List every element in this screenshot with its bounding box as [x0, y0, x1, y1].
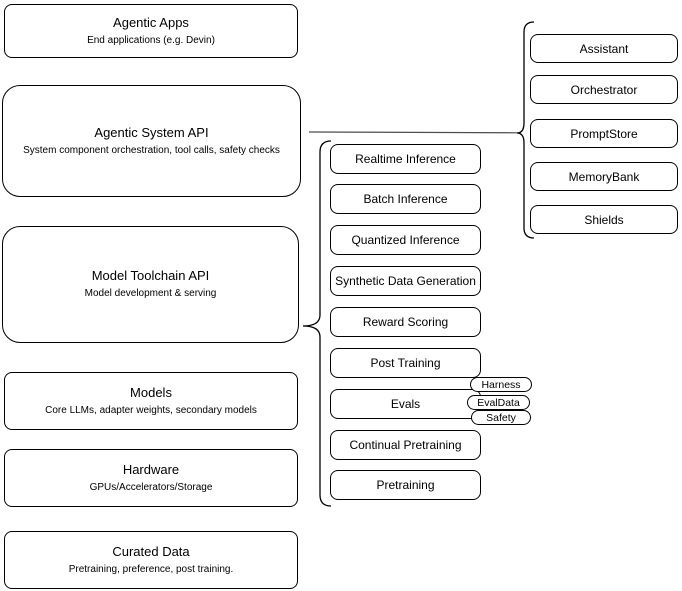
eval-tag-label: EvalData [477, 396, 520, 409]
toolchain-box-reward-scoring: Reward Scoring [330, 307, 481, 337]
toolchain-box-batch-inference: Batch Inference [330, 184, 481, 214]
toolchain-brace [302, 140, 332, 507]
layer-box-model-toolchain-api: Model Toolchain API Model development & … [2, 226, 299, 343]
layer-title: Agentic Apps [113, 14, 189, 30]
toolchain-label: Evals [390, 397, 421, 411]
layer-box-agentic-apps: Agentic Apps End applications (e.g. Devi… [4, 4, 298, 58]
toolchain-box-synthetic-data-generation: Synthetic Data Generation [330, 266, 481, 296]
layer-title: Model Toolchain API [91, 268, 210, 284]
toolchain-label: Quantized Inference [351, 233, 460, 247]
component-label: Assistant [579, 41, 629, 56]
layer-title: Models [130, 384, 172, 400]
toolchain-label: Post Training [370, 356, 441, 370]
layer-subtitle: GPUs/Accelerators/Storage [89, 481, 213, 493]
eval-tag-harness: Harness [470, 377, 532, 392]
eval-tag-safety: Safety [471, 410, 531, 425]
layer-title: Hardware [122, 461, 180, 477]
layer-subtitle: Model development & serving [84, 288, 217, 300]
layer-subtitle: Core LLMs, adapter weights, secondary mo… [45, 404, 257, 416]
component-box-promptstore: PromptStore [530, 119, 678, 148]
component-box-shields: Shields [530, 205, 678, 234]
layer-box-curated-data: Curated Data Pretraining, preference, po… [4, 531, 298, 589]
toolchain-box-realtime-inference: Realtime Inference [330, 144, 481, 174]
layer-subtitle: System component orchestration, tool cal… [23, 144, 280, 156]
toolchain-label: Realtime Inference [355, 152, 456, 166]
component-box-assistant: Assistant [530, 34, 678, 63]
component-label: PromptStore [570, 126, 638, 141]
layer-title: Curated Data [112, 543, 190, 559]
layer-box-agentic-system-api: Agentic System API System component orch… [2, 85, 301, 197]
toolchain-label: Reward Scoring [362, 315, 449, 329]
toolchain-box-continual-pretraining: Continual Pretraining [330, 430, 481, 460]
layer-box-models: Models Core LLMs, adapter weights, secon… [4, 372, 298, 430]
layer-title: Agentic System API [94, 124, 209, 140]
component-label: MemoryBank [568, 169, 640, 184]
eval-tag-label: Harness [481, 378, 521, 391]
toolchain-box-pretraining: Pretraining [330, 470, 481, 500]
component-box-memorybank: MemoryBank [530, 162, 678, 191]
component-box-orchestrator: Orchestrator [530, 75, 678, 104]
toolchain-label: Batch Inference [363, 192, 448, 206]
eval-tag-label: Safety [486, 411, 516, 424]
toolchain-label: Pretraining [376, 478, 435, 492]
eval-tag-evaldata: EvalData [467, 395, 530, 410]
component-label: Orchestrator [570, 82, 638, 97]
toolchain-label: Continual Pretraining [349, 438, 462, 452]
toolchain-box-evals: Evals [330, 389, 481, 419]
connector-line [308, 131, 518, 134]
component-label: Shields [584, 212, 624, 227]
layer-box-hardware: Hardware GPUs/Accelerators/Storage [4, 449, 298, 507]
layer-subtitle: Pretraining, preference, post training. [68, 563, 234, 575]
toolchain-box-post-training: Post Training [330, 348, 481, 378]
toolchain-box-quantized-inference: Quantized Inference [330, 225, 481, 255]
layer-subtitle: End applications (e.g. Devin) [87, 34, 215, 46]
toolchain-label: Synthetic Data Generation [335, 274, 476, 288]
